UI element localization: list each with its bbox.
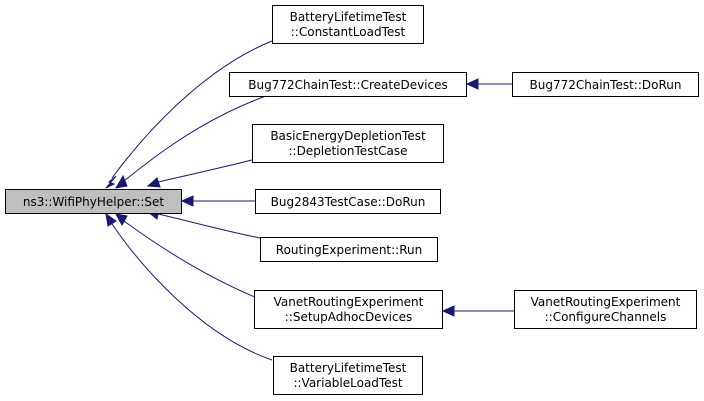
node-label: Bug772ChainTest::CreateDevices [248,78,448,92]
edge-constant-load-to-set [111,40,273,179]
node-depletion-test-case[interactable]: BasicEnergyDepletionTest ::DepletionTest… [252,124,444,163]
node-label: Bug2843TestCase::DoRun [271,195,426,209]
node-configure-channels[interactable]: VanetRoutingExperiment ::ConfigureChanne… [514,290,697,329]
node-box [5,189,182,214]
node-bug2843-do-run[interactable]: Bug2843TestCase::DoRun [255,189,441,214]
node-box [252,124,444,163]
node-label: ::SetupAdhocDevices [285,310,412,324]
edge-depletion-to-set [157,159,253,183]
node-label: BatteryLifetimeTest [290,361,407,375]
edge-arrowhead [105,212,117,227]
node-label: BasicEnergyDepletionTest [270,129,426,143]
edge-routing-run-to-set [157,213,261,239]
node-label: ::ConfigureChannels [545,310,667,324]
edge-arrowhead [180,195,194,207]
node-label: VanetRoutingExperiment [274,295,424,309]
edge-create-devices-to-set [123,95,267,182]
node-box [229,72,467,97]
node-do-run-772[interactable]: Bug772ChainTest::DoRun [512,72,699,97]
node-box [272,5,424,44]
node-box [512,72,699,97]
node-box [514,290,697,329]
node-label: ::ConstantLoadTest [291,25,406,39]
node-label: ::DepletionTestCase [288,144,407,158]
edge-arrowhead [465,78,479,90]
node-label: RoutingExperiment::Run [276,243,422,257]
node-box [260,237,438,262]
edge-arrowhead [115,174,128,189]
edge-arrowhead [441,305,455,317]
node-set[interactable]: ns3::WifiPhyHelper::Set [5,189,182,214]
node-label: ns3::WifiPhyHelper::Set [23,195,165,209]
node-routing-experiment-run[interactable]: RoutingExperiment::Run [260,237,438,262]
node-setup-adhoc-devices[interactable]: VanetRoutingExperiment ::SetupAdhocDevic… [254,290,443,329]
edge-arrowhead [115,213,128,227]
node-constant-load-test[interactable]: BatteryLifetimeTest ::ConstantLoadTest [272,5,424,44]
node-box [273,356,423,395]
edge-variable-load-to-set [111,223,273,361]
node-box [255,189,441,214]
edge-setup-adhoc-to-set [123,220,263,301]
node-variable-load-test[interactable]: BatteryLifetimeTest ::VariableLoadTest [273,356,423,395]
node-label: ::VariableLoadTest [293,376,402,390]
node-box [254,290,443,329]
node-label: BatteryLifetimeTest [290,10,407,24]
edge-arrowhead [105,175,117,189]
node-label: Bug772ChainTest::DoRun [530,78,682,92]
node-label: VanetRoutingExperiment [531,295,681,309]
node-create-devices[interactable]: Bug772ChainTest::CreateDevices [229,72,467,97]
edge-arrowhead [146,177,161,188]
